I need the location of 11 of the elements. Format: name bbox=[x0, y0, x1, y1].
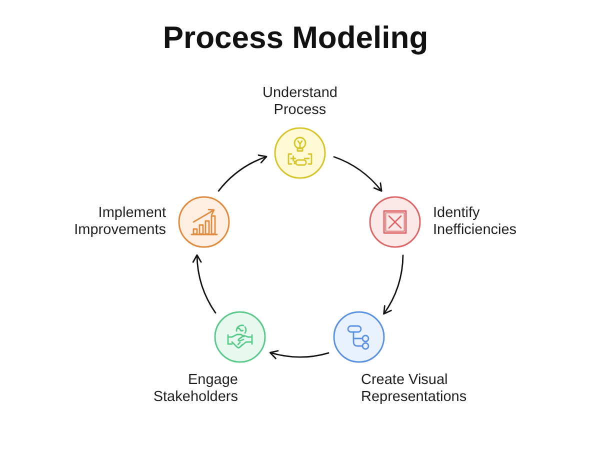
curved-arrow bbox=[269, 350, 330, 359]
curved-arrow bbox=[218, 154, 268, 192]
curved-arrow bbox=[333, 156, 382, 192]
curved-arrow bbox=[383, 254, 404, 315]
title: Process Modeling bbox=[162, 19, 430, 56]
step-label: Understand Process bbox=[262, 85, 338, 119]
step-label: Create Visual Representations bbox=[361, 372, 468, 406]
step-label: Engage Stakeholders bbox=[152, 372, 238, 406]
step-label: Implement Improvements bbox=[73, 205, 166, 239]
step-label: Identify Inefficiencies bbox=[433, 205, 518, 239]
curved-arrow bbox=[192, 254, 216, 314]
